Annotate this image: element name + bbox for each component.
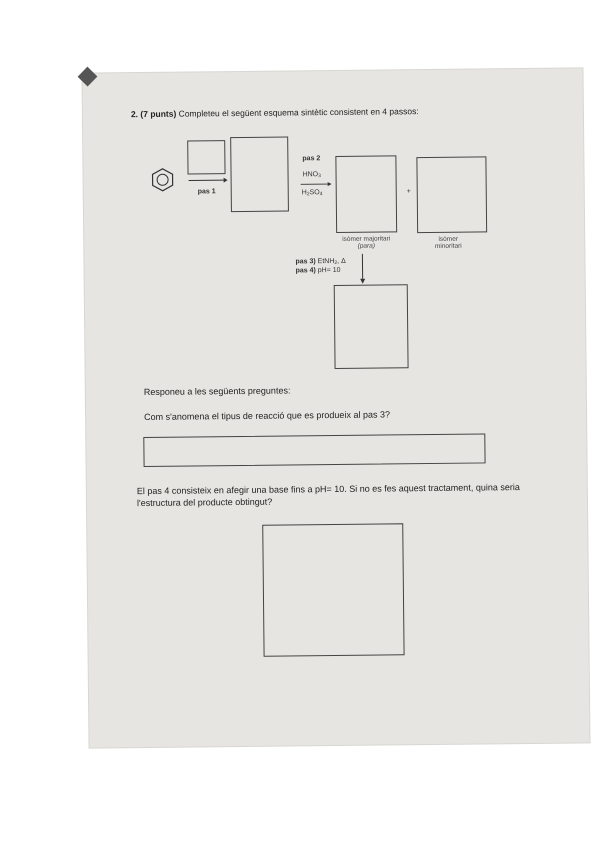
step2-reagent-hno3: HNO3: [302, 171, 321, 180]
question-a: Com s'anomena el tipus de reacció que es…: [144, 409, 390, 423]
exam-paper: 2. (7 punts) Completeu el següent esquem…: [82, 68, 590, 748]
step4-condition: pas 4) pH= 10: [295, 266, 341, 275]
final-product-box[interactable]: [333, 284, 409, 370]
step1-product-box[interactable]: [230, 136, 289, 213]
minor-isomer-label: isòmer minoritari: [434, 235, 462, 250]
step3-condition: pas 3) EtNH2, Δ: [295, 257, 346, 267]
plus-sign: +: [406, 188, 411, 196]
step1-arrow-icon: [188, 177, 228, 183]
down-arrow-icon: [360, 253, 366, 284]
major-isomer-label: isòmer majoritari (para): [342, 235, 391, 250]
question-heading: 2. (7 punts) Completeu el següent esquem…: [130, 106, 419, 120]
step2-arrow-icon: [300, 182, 332, 187]
answer-a-box[interactable]: [143, 433, 486, 468]
answers-intro: Responeu a les següents preguntes:: [143, 385, 291, 398]
step2-reagent-h2so4: H2SO4: [301, 189, 323, 198]
step1-reagent-box[interactable]: [187, 140, 226, 175]
answer-b-box[interactable]: [262, 523, 405, 657]
major-isomer-box[interactable]: [335, 155, 398, 233]
question-b: El pas 4 consisteix en afegir una base f…: [136, 482, 520, 509]
step1-label: pas 1: [197, 188, 216, 196]
step2-label: pas 2: [302, 155, 321, 163]
benzene-ring-icon: [151, 168, 174, 192]
minor-isomer-box[interactable]: [416, 156, 488, 234]
